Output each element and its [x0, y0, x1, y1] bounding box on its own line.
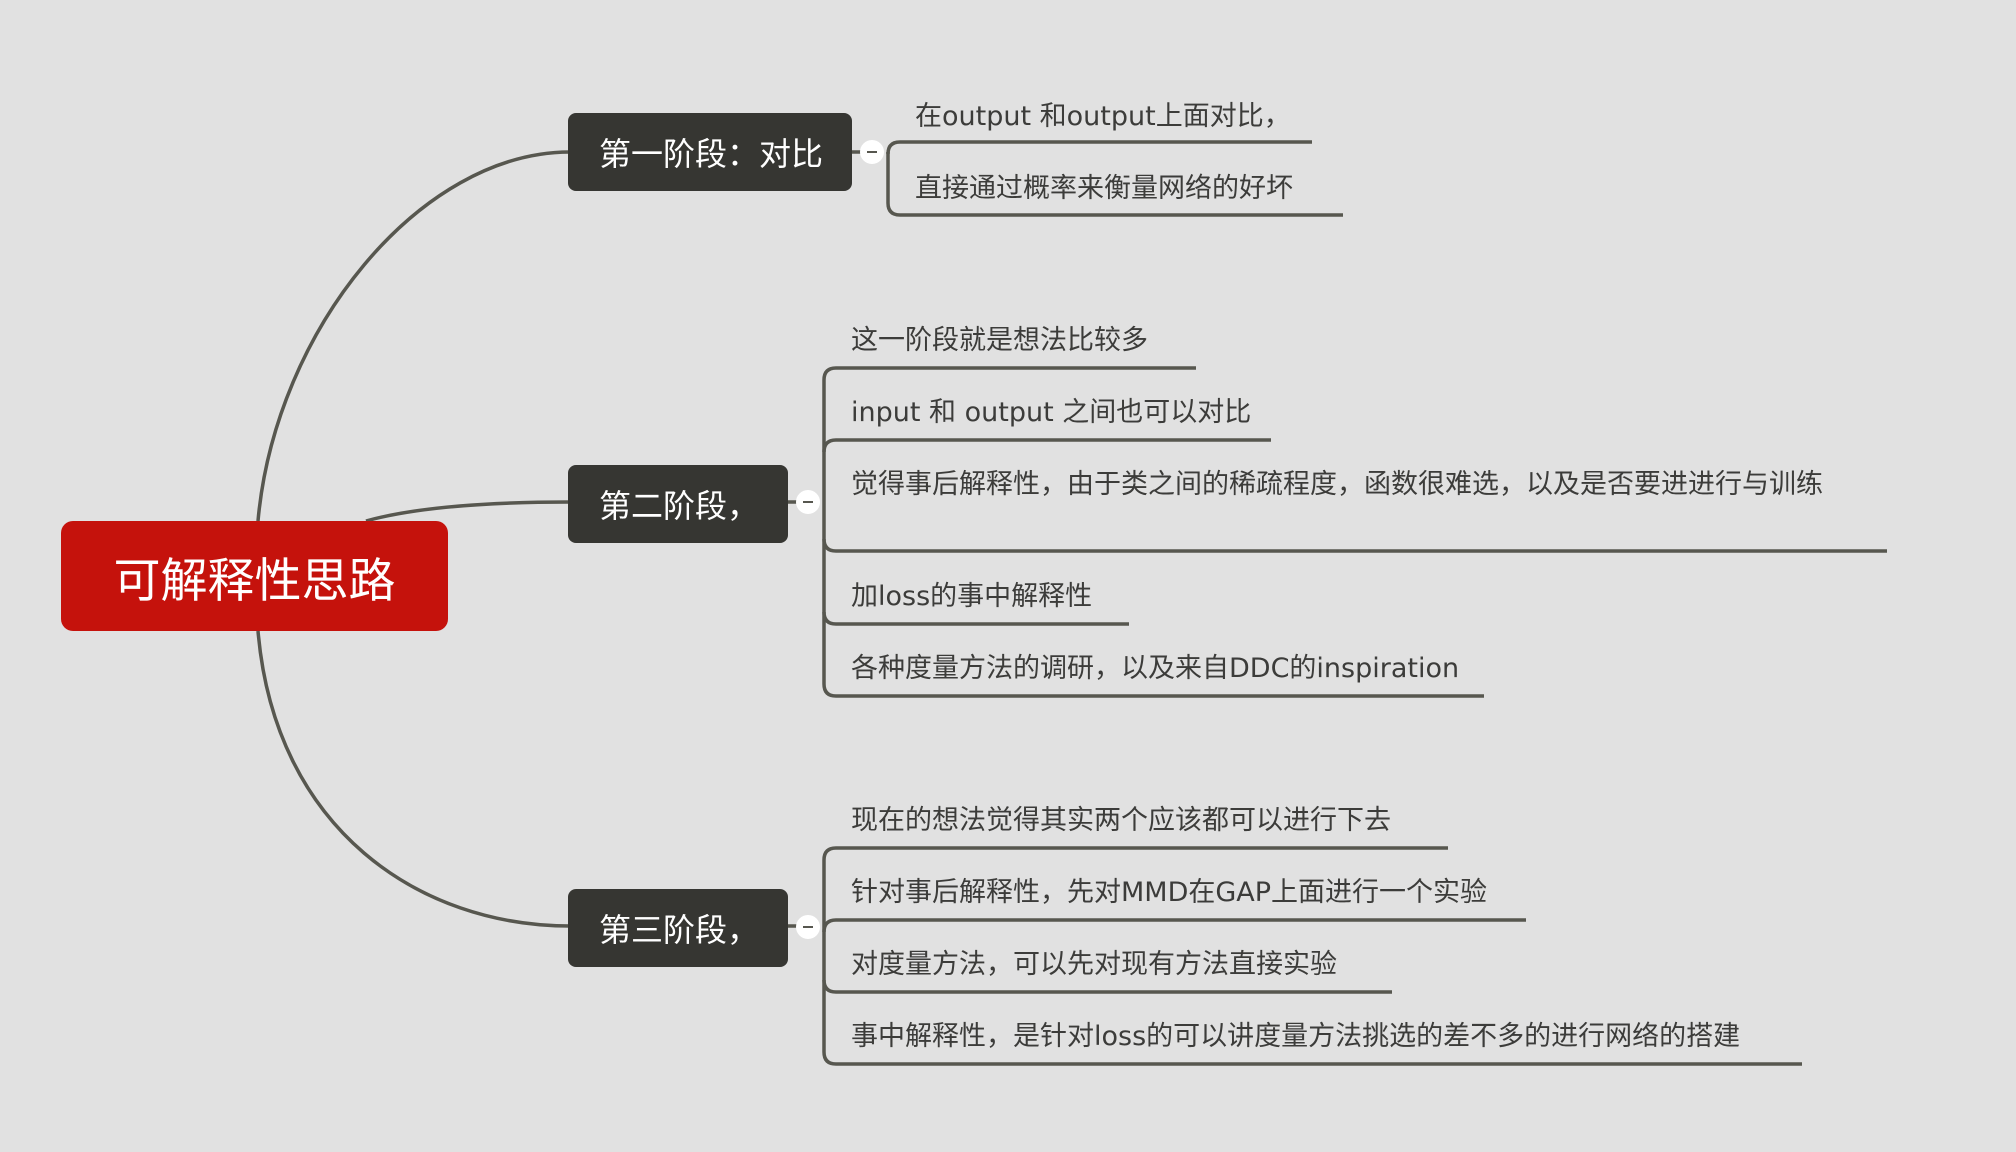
collapse-stage-3-icon[interactable]	[796, 915, 820, 939]
root-topic-label: 可解释性思路	[113, 553, 396, 609]
root-topic[interactable]: 可解释性思路	[61, 521, 448, 631]
stage-2-item-1[interactable]: 这一阶段就是想法比较多	[851, 325, 1148, 356]
link-stage-2-item-2	[822, 438, 1271, 453]
link-stage-3-item-2	[822, 918, 1526, 933]
collapse-stage-2-icon[interactable]	[796, 490, 820, 514]
stage-1-topic[interactable]: 第一阶段：对比	[568, 113, 852, 191]
stage-1-label: 第一阶段：对比	[599, 135, 824, 173]
stage-2-item-3[interactable]: 觉得事后解释性，由于类之间的稀疏程度，函数很难选，以及是否要进进行与训练	[851, 469, 1823, 500]
stage-2-item-2[interactable]: input 和 output 之间也可以对比	[851, 397, 1252, 428]
link-stage-1-item-2	[886, 152, 1343, 217]
stage-2-item-4[interactable]: 加loss的事中解释性	[851, 581, 1093, 612]
stage-3-item-3[interactable]: 对度量方法，可以先对现有方法直接实验	[851, 949, 1337, 980]
link-stage-3-item-4	[822, 980, 1802, 1066]
link-root-stage-3	[256, 630, 571, 928]
stage-3-item-1[interactable]: 现在的想法觉得其实两个应该都可以进行下去	[851, 805, 1391, 836]
link-stage-3-spine	[822, 846, 1448, 926]
stage-3-item-2[interactable]: 针对事后解释性，先对MMD在GAP上面进行一个实验	[851, 877, 1488, 908]
stage-2-label: 第二阶段，	[599, 487, 760, 525]
link-root-stage-2	[365, 500, 571, 523]
stage-3-label: 第三阶段，	[599, 911, 760, 949]
link-stage-2-item-3	[822, 502, 1887, 553]
stage-1-item-2[interactable]: 直接通过概率来衡量网络的好坏	[915, 173, 1293, 204]
link-root-stage-1	[256, 150, 571, 522]
collapse-stage-1-icon[interactable]	[860, 140, 884, 164]
link-stage-1-item-1	[886, 140, 1312, 155]
stage-2-item-5[interactable]: 各种度量方法的调研，以及来自DDC的inspiration	[851, 653, 1460, 684]
stage-3-topic[interactable]: 第三阶段，	[568, 889, 788, 967]
stage-2-topic[interactable]: 第二阶段，	[568, 465, 788, 543]
stage-1-item-1[interactable]: 在output 和output上面对比，	[915, 101, 1291, 132]
link-stage-2-item-5	[822, 612, 1484, 698]
link-stage-2-spine	[822, 366, 1196, 502]
stage-3-item-4[interactable]: 事中解释性，是针对loss的可以讲度量方法挑选的差不多的进行网络的搭建	[851, 1021, 1741, 1052]
